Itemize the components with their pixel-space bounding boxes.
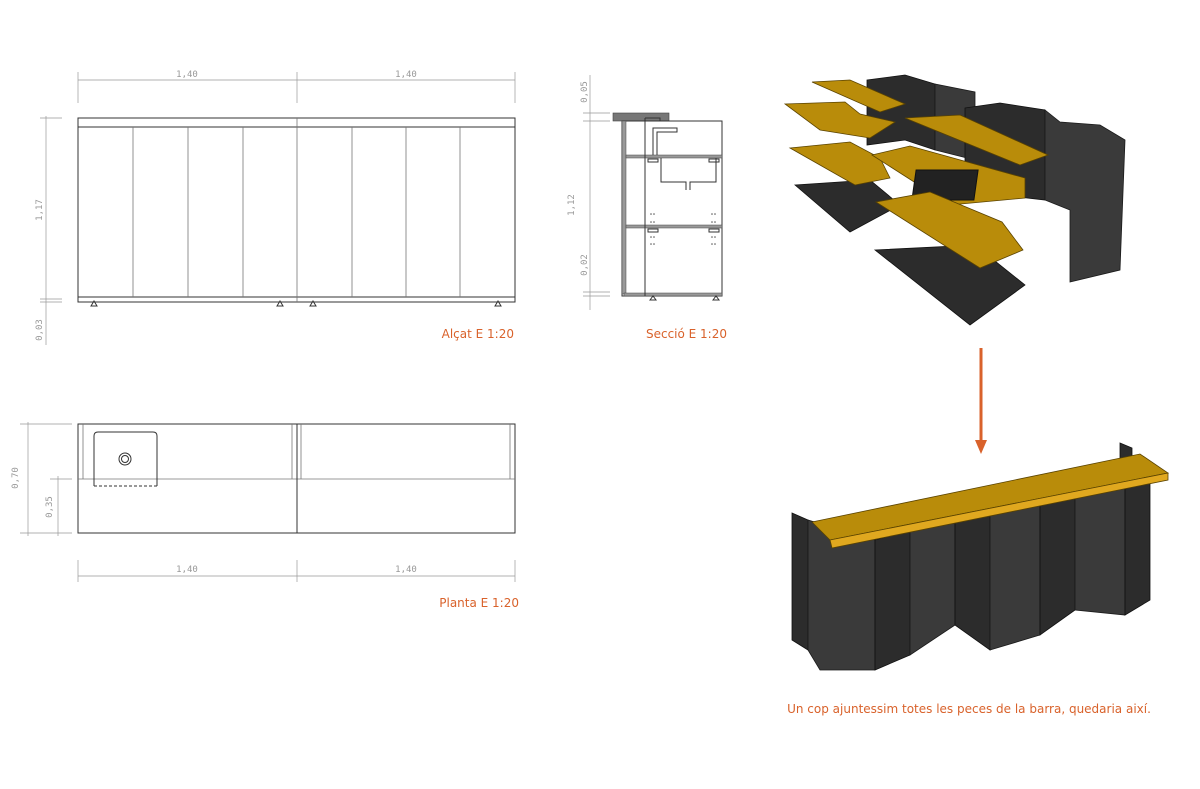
assembled-render: Un cop ajuntessim totes les peces de la …	[787, 442, 1170, 716]
elevation-caption: Alçat E 1:20	[442, 327, 514, 341]
render-caption: Un cop ajuntessim totes les peces de la …	[787, 702, 1151, 716]
dim-section-top: 0,05	[580, 81, 590, 103]
dim-plan-width-left: 1,40	[176, 565, 198, 575]
plan-caption: Planta E 1:20	[439, 596, 519, 610]
dim-plan-depth: 0,70	[11, 467, 21, 489]
transition-arrow	[975, 348, 987, 454]
dim-plan-width-right: 1,40	[395, 565, 417, 575]
section-drawing: 0,05 1,12 0,02 Secció E 1:20	[567, 75, 727, 341]
dim-plan-half-depth: 0,35	[45, 496, 55, 518]
dim-width-right: 1,40	[395, 70, 417, 80]
elevation-drawing: 1,40 1,40 1,17 0,03 Alçat E 1:20	[35, 70, 516, 345]
dim-section-height: 1,12	[567, 194, 577, 216]
dim-section-bottom: 0,02	[580, 254, 590, 276]
dim-width-left: 1,40	[176, 70, 198, 80]
exploded-render	[783, 74, 1126, 326]
dim-height: 1,17	[35, 199, 45, 221]
section-caption: Secció E 1:20	[646, 327, 727, 341]
plan-drawing: 0,70 0,35 1,40 1,40 Planta E 1:20	[11, 422, 519, 610]
dim-foot: 0,03	[35, 319, 45, 341]
